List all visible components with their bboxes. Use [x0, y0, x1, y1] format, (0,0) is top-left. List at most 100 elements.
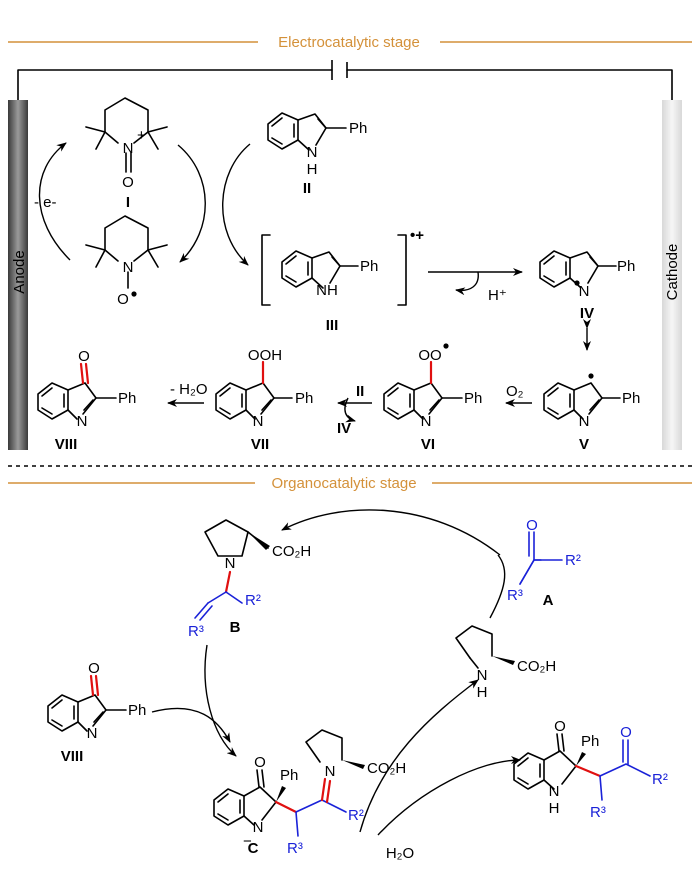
compound-II-label: II: [303, 180, 311, 197]
svg-text:N: N: [325, 763, 336, 780]
circuit-wire: [17, 60, 673, 101]
svg-text:O: O: [254, 754, 266, 771]
arrow-VIII-to-C: [151, 707, 231, 743]
product-IV-label: IV: [337, 420, 351, 437]
electron-loss-label: - e-: [34, 194, 57, 211]
compound-V-label: V: [579, 436, 589, 453]
svg-text:OO: OO: [418, 347, 441, 364]
svg-text:Ph: Ph: [617, 258, 635, 275]
svg-text:H: H: [307, 161, 318, 178]
compound-VII-label: VII: [251, 436, 269, 453]
cathode-electrode: Cathode: [662, 100, 682, 450]
compound-C-structure: O N − Ph R³ R² N CO₂H C: [213, 729, 406, 857]
svg-text:R³: R³: [590, 804, 606, 821]
compound-II-structure: N H Ph II: [267, 112, 367, 197]
water-loss-label: - H₂O: [170, 381, 208, 398]
svg-text:N: N: [421, 413, 432, 430]
organo-section-header: Organocatalytic stage: [8, 475, 692, 492]
svg-text:H: H: [549, 800, 560, 817]
compound-VII-structure: N OOH Ph VII: [215, 347, 313, 453]
svg-text:NH: NH: [316, 282, 338, 299]
compound-VIII-label: VIII: [55, 436, 78, 453]
arrow-VI-to-VII: II IV: [337, 383, 372, 437]
svg-text:O: O: [78, 348, 90, 365]
electro-section-header: Electrocatalytic stage: [8, 34, 692, 51]
compound-VIII-bottom-label: VIII: [61, 748, 84, 765]
svg-text:N: N: [579, 413, 590, 430]
compound-VIII-structure: N O Ph VIII: [37, 348, 136, 453]
tempo-cycle-arrows: - e-: [34, 142, 206, 263]
proline-structure: CO₂H N H: [455, 625, 556, 701]
compound-VI-label: VI: [421, 436, 435, 453]
svg-text:CO₂H: CO₂H: [517, 658, 556, 675]
arrow-II-to-III: [222, 143, 251, 266]
compound-V-structure: N Ph V: [543, 373, 640, 453]
svg-text:OOH: OOH: [248, 347, 282, 364]
svg-text:N: N: [579, 283, 590, 300]
compound-C-label: C: [248, 840, 259, 857]
svg-text:Ph: Ph: [360, 258, 378, 275]
svg-text:Ph: Ph: [464, 390, 482, 407]
svg-text:O: O: [526, 517, 538, 534]
compound-A-label: A: [543, 592, 554, 609]
svg-text:O: O: [117, 291, 129, 308]
svg-text:O: O: [122, 174, 134, 191]
arrow-V-to-VI: O₂: [505, 383, 532, 407]
svg-text:R³: R³: [507, 587, 523, 604]
oxygen-label: O₂: [506, 383, 524, 400]
compound-VIII-bottom-structure: N O Ph VIII: [47, 660, 146, 765]
arrow-III-to-IV: H⁺: [428, 268, 523, 304]
water-label: H₂O: [386, 845, 414, 862]
svg-text:R²: R²: [245, 592, 261, 609]
compound-B-structure: CO₂H N R² R³ B: [188, 519, 311, 640]
compound-I-label: I: [126, 194, 130, 211]
svg-text:O: O: [620, 724, 632, 741]
svg-text:N: N: [123, 259, 134, 276]
svg-text:N: N: [253, 413, 264, 430]
compound-IV-structure: N Ph IV: [539, 250, 635, 322]
organo-section-title: Organocatalytic stage: [271, 475, 416, 492]
svg-text:R²: R²: [652, 771, 668, 788]
svg-text:CO₂H: CO₂H: [367, 760, 406, 777]
svg-text:R²: R²: [348, 807, 364, 824]
svg-text:−: −: [243, 833, 252, 850]
anode-label: Anode: [11, 250, 28, 293]
arrow-VII-to-VIII: - H₂O: [167, 381, 208, 407]
svg-text:N: N: [307, 144, 318, 161]
compound-I-structure: N + O I: [85, 97, 168, 211]
svg-text:R³: R³: [188, 623, 204, 640]
electro-section-title: Electrocatalytic stage: [278, 34, 420, 51]
arrow-B-to-C: [204, 644, 237, 757]
svg-text:R²: R²: [565, 552, 581, 569]
svg-text:N: N: [253, 819, 264, 836]
anode-electrode: Anode: [8, 100, 28, 450]
svg-text:N: N: [477, 667, 488, 684]
svg-text:Ph: Ph: [280, 767, 298, 784]
compound-A-structure: O R² R³ A: [507, 517, 581, 609]
svg-text:N: N: [225, 555, 236, 572]
compound-VI-structure: N OO Ph VI: [383, 343, 482, 453]
svg-text:Ph: Ph: [581, 733, 599, 750]
svg-text:•+: •+: [410, 227, 424, 244]
svg-text:CO₂H: CO₂H: [272, 543, 311, 560]
svg-text:N: N: [87, 725, 98, 742]
tempo-radical-structure: N O: [85, 215, 168, 308]
svg-text:Ph: Ph: [349, 120, 367, 137]
final-product-structure: O N H Ph O R³ R²: [513, 718, 668, 821]
compound-III-structure: NH Ph •+ III: [261, 227, 424, 334]
hydrolysis-arrows: H₂O: [359, 679, 521, 862]
svg-text:N: N: [123, 140, 134, 157]
proton-label: H⁺: [488, 287, 507, 304]
compound-B-label: B: [230, 619, 241, 636]
svg-text:N: N: [77, 413, 88, 430]
reagent-II-label: II: [356, 383, 364, 400]
svg-text:Ph: Ph: [118, 390, 136, 407]
svg-text:Ph: Ph: [295, 390, 313, 407]
compound-IV-label: IV: [580, 305, 594, 322]
return-arc: [489, 554, 506, 619]
arrow-A-to-B: [281, 509, 501, 556]
svg-text:H: H: [477, 684, 488, 701]
svg-text:R³: R³: [287, 840, 303, 857]
svg-text:Ph: Ph: [128, 702, 146, 719]
